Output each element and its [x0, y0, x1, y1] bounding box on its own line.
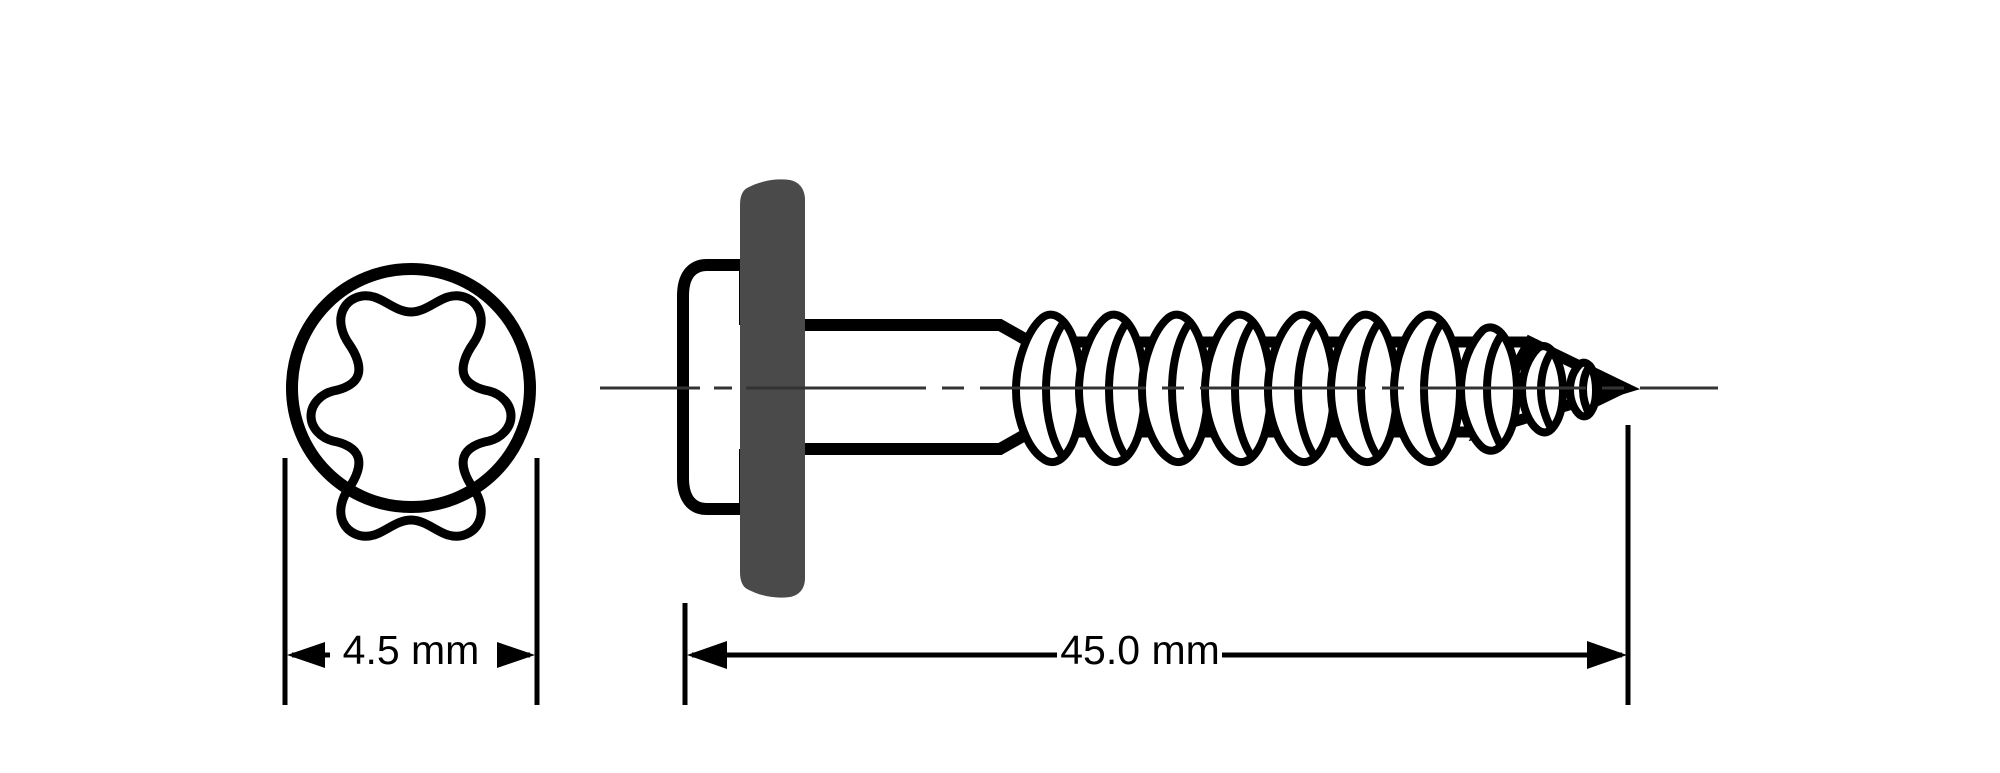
thread-flank	[1537, 348, 1556, 432]
dimension-head-diameter: 4.5 mm	[282, 458, 540, 705]
thread-flank	[1579, 363, 1594, 417]
thread-flank	[1231, 319, 1257, 461]
thread-flank	[1483, 331, 1506, 450]
thread-flank	[1420, 319, 1446, 461]
dimension-arrowhead-left	[687, 641, 727, 669]
dimension-arrowhead-right	[497, 642, 535, 668]
thread-flank	[1294, 319, 1320, 461]
dimension-label-head-diameter: 4.5 mm	[343, 627, 480, 673]
torx-drive-recess-icon	[306, 291, 516, 541]
thread-flank	[1042, 319, 1068, 461]
dimension-label-overall-length: 45.0 mm	[1060, 627, 1220, 673]
thread-flank	[1105, 319, 1131, 461]
dimension-overall-length: 45.0 mm	[682, 425, 1631, 705]
shank-upper-edge	[805, 319, 1033, 348]
head-top-view	[286, 263, 536, 541]
thread-flank	[1357, 319, 1383, 461]
dimension-arrowhead-right	[1587, 641, 1627, 669]
shank-lower-edge	[805, 426, 1033, 455]
thread-flank	[1168, 319, 1194, 461]
dimension-arrowhead-left	[287, 642, 325, 668]
head-outer-circle	[286, 263, 536, 513]
